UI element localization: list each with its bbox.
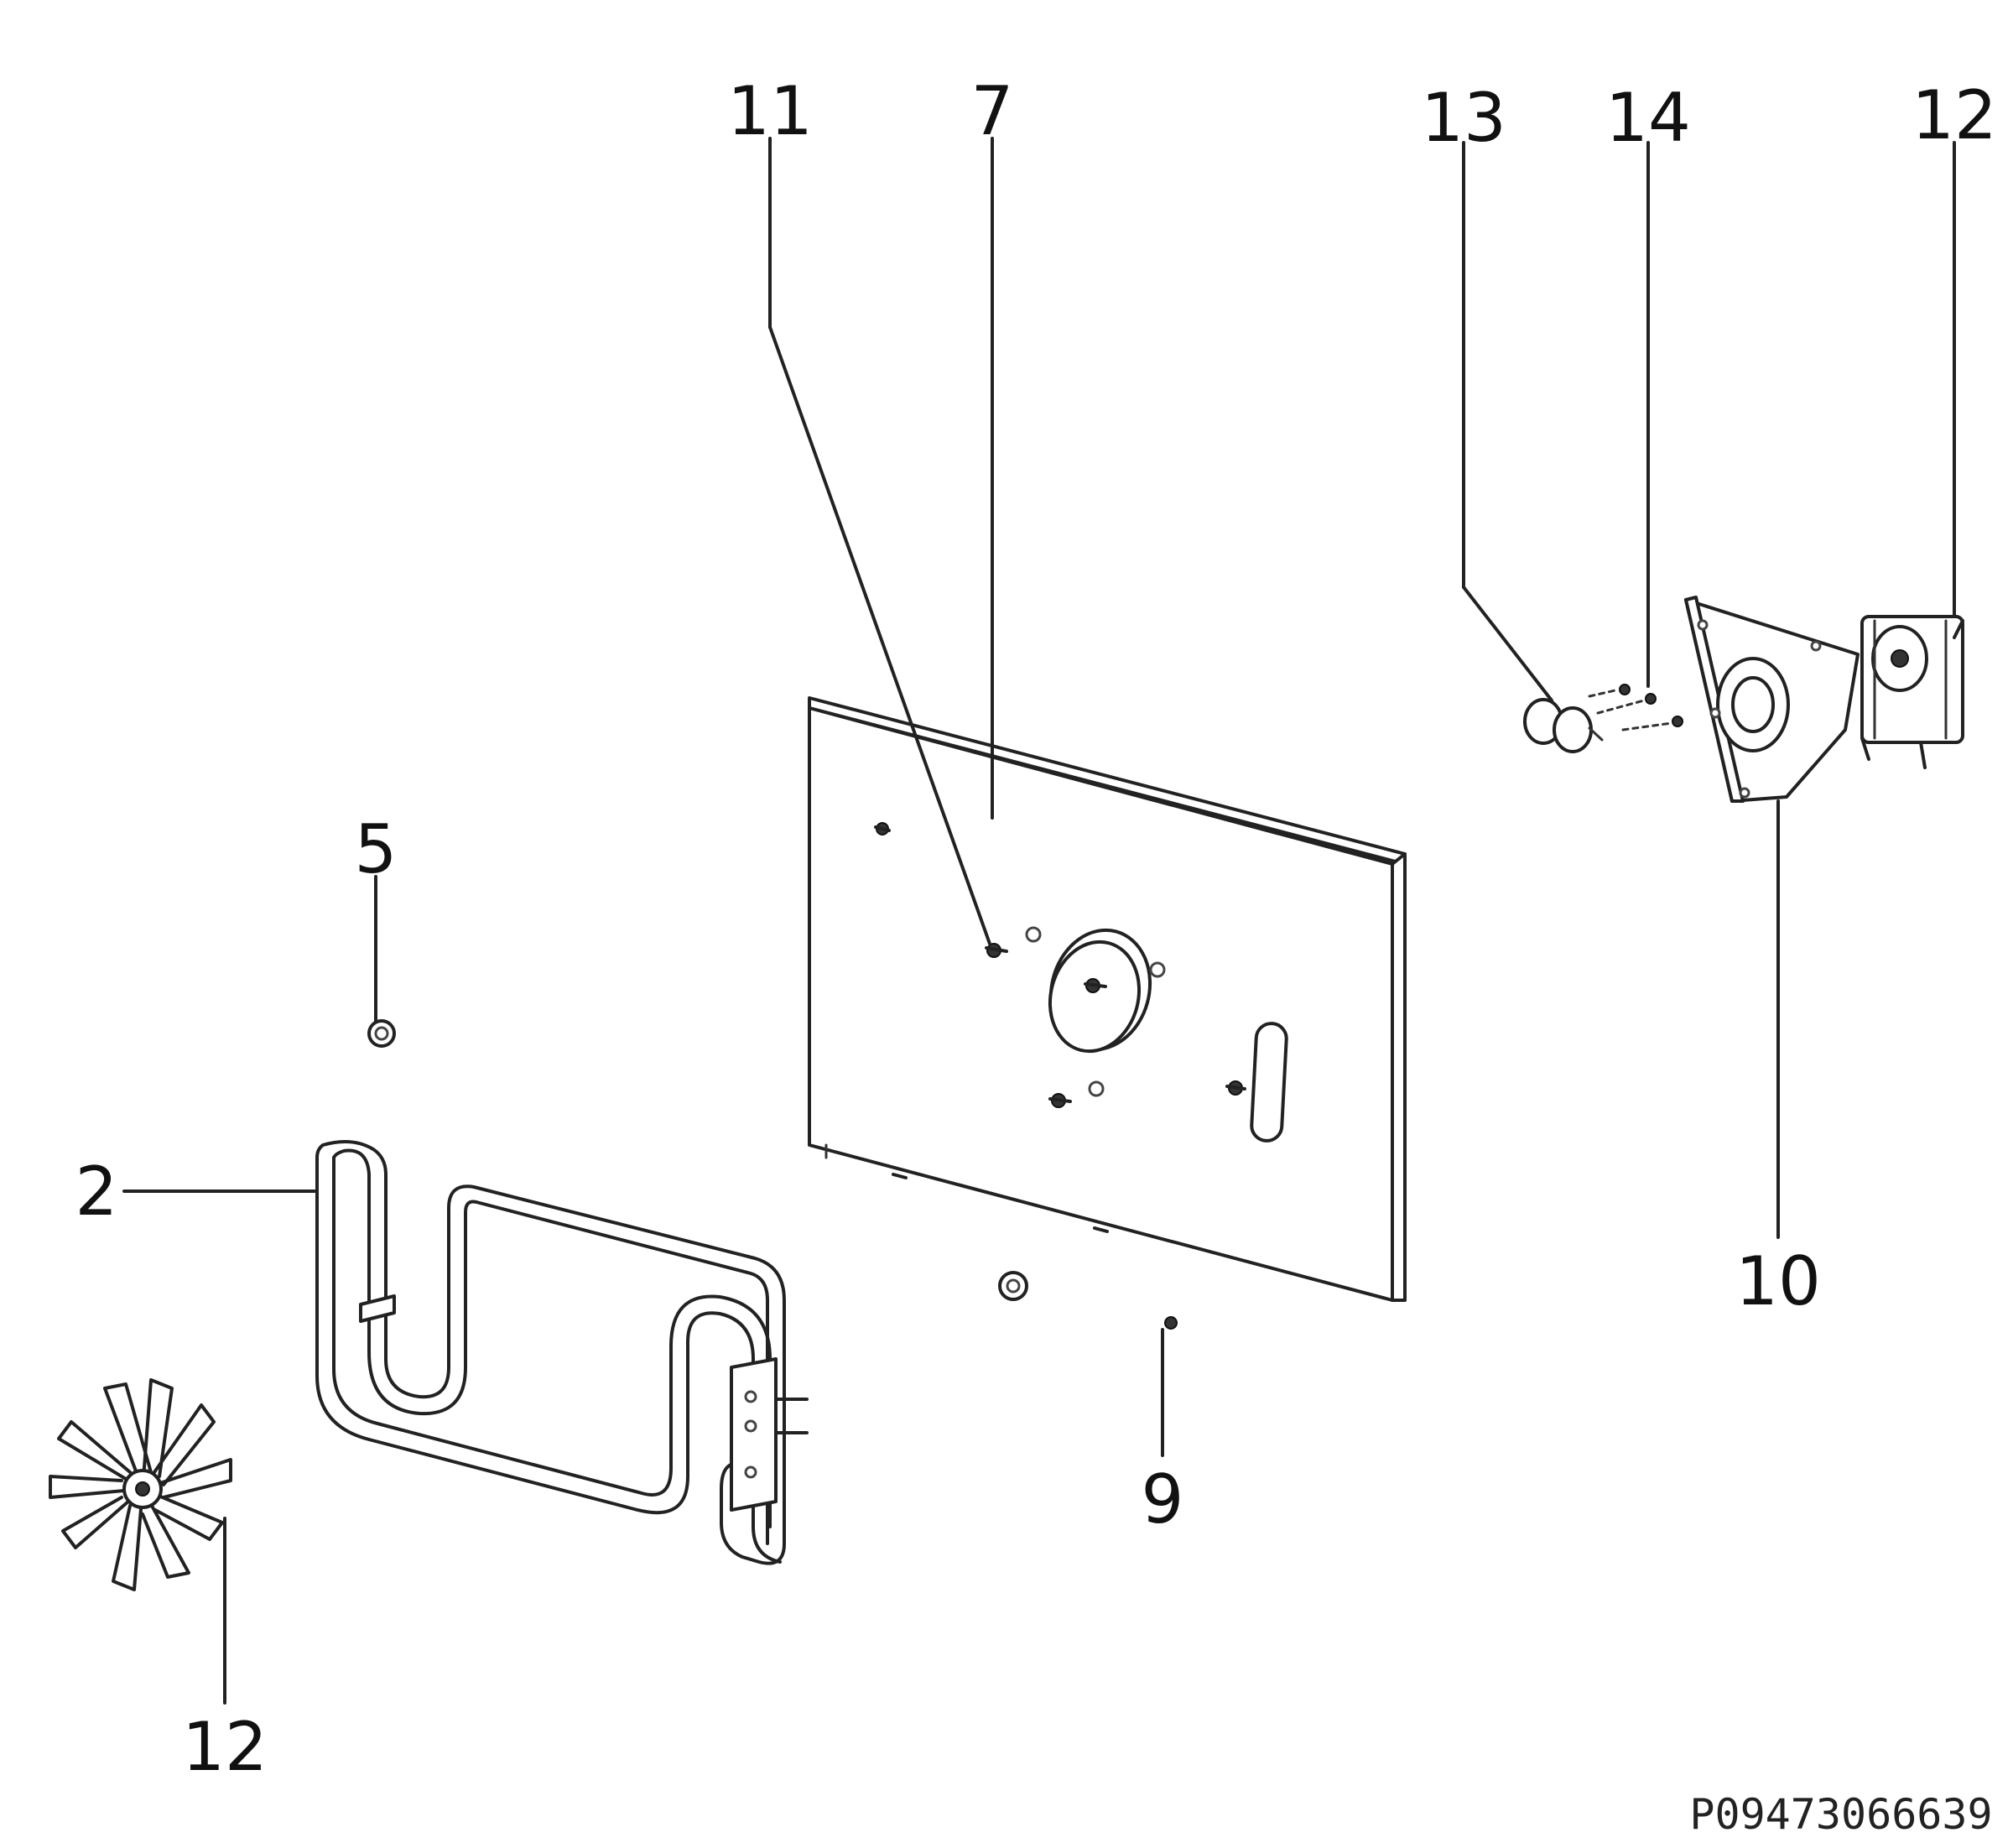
callout-12-top: 12 [1912, 76, 1997, 154]
panel-screw [874, 822, 891, 836]
callout-7: 7 [971, 72, 1014, 150]
diagram-code: P09473066639 [1689, 1790, 1992, 1839]
callout-5: 5 [355, 810, 398, 888]
callout-14: 14 [1605, 79, 1691, 157]
washer-part-13 [1523, 698, 1604, 753]
screw-part-14 [1588, 684, 1683, 731]
callout-11: 11 [727, 72, 813, 150]
panel-screw [985, 943, 1008, 958]
leader-lines [122, 137, 1956, 1705]
nut-part-5 [367, 1019, 396, 1048]
callout-9: 9 [1142, 1460, 1184, 1538]
back-panel [808, 696, 1407, 1302]
motor [1860, 615, 1964, 769]
fan-blade [49, 1378, 232, 1591]
panel-screw [1048, 1093, 1072, 1108]
callout-12-bottom: 12 [182, 1708, 268, 1786]
heating-element [315, 1140, 809, 1565]
callout-2: 2 [75, 1153, 118, 1231]
panel-screw [1084, 978, 1107, 993]
callout-13: 13 [1421, 79, 1506, 157]
nut-part-9 [1164, 1316, 1178, 1330]
motor-mount-plate [1684, 596, 1860, 803]
callout-10: 10 [1735, 1242, 1821, 1320]
nut-lower [998, 1271, 1028, 1301]
panel-screw [1225, 1080, 1246, 1096]
